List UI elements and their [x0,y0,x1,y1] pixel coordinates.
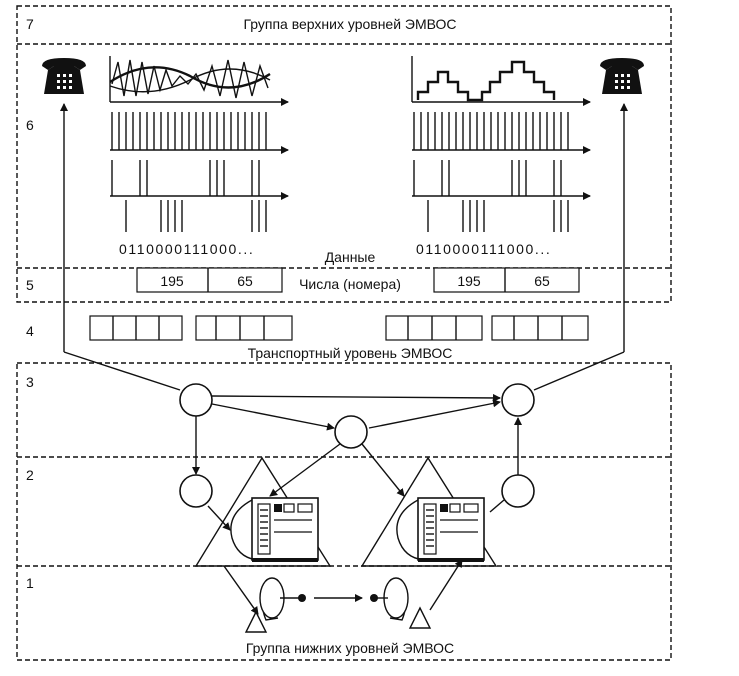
antenna-icon [370,577,432,629]
network-links [60,103,628,615]
lower-group-frame [16,362,672,661]
level-3-number: 3 [26,374,34,390]
number-right-2: 65 [534,273,550,289]
level-5-number: 5 [26,277,34,293]
transport-packets [89,315,589,341]
upper-group-title: Группа верхних уровней ЭМВОС [243,16,456,32]
data-label: Данные [325,249,376,265]
telephone-icon [42,58,86,94]
level-6-number: 6 [26,117,34,133]
node-l3-left [179,383,213,417]
antenna-icon [244,577,306,633]
level-4-number: 4 [26,323,34,339]
number-right-1: 195 [457,273,481,289]
node-l3-right [501,383,535,417]
number-left-2: 65 [237,273,253,289]
level-numbers: 7 6 5 4 3 2 1 [26,16,34,591]
lower-group-title: Группа нижних уровней ЭМВОС [246,640,454,656]
level-7-number: 7 [26,16,34,32]
telephone-icon [600,58,644,94]
left-signal-block: 0110000111000... 195 65 [109,56,289,293]
level-1-number: 1 [26,575,34,591]
level-2-number: 2 [26,467,34,483]
right-signal-block: 0110000111000... 195 65 [411,56,591,293]
computer-icon [396,497,485,562]
bit-string-left: 0110000111000... [119,241,254,257]
node-l2-right [501,474,535,508]
node-l3-middle [334,415,368,449]
number-left-1: 195 [160,273,184,289]
node-l2-left [179,474,213,508]
transport-level-label: Транспортный уровень ЭМВОС [248,345,453,361]
bit-string-right: 0110000111000... [416,241,551,257]
network-nodes [179,383,535,508]
computer-icon [230,497,319,562]
numbers-label: Числа (номера) [299,276,401,292]
